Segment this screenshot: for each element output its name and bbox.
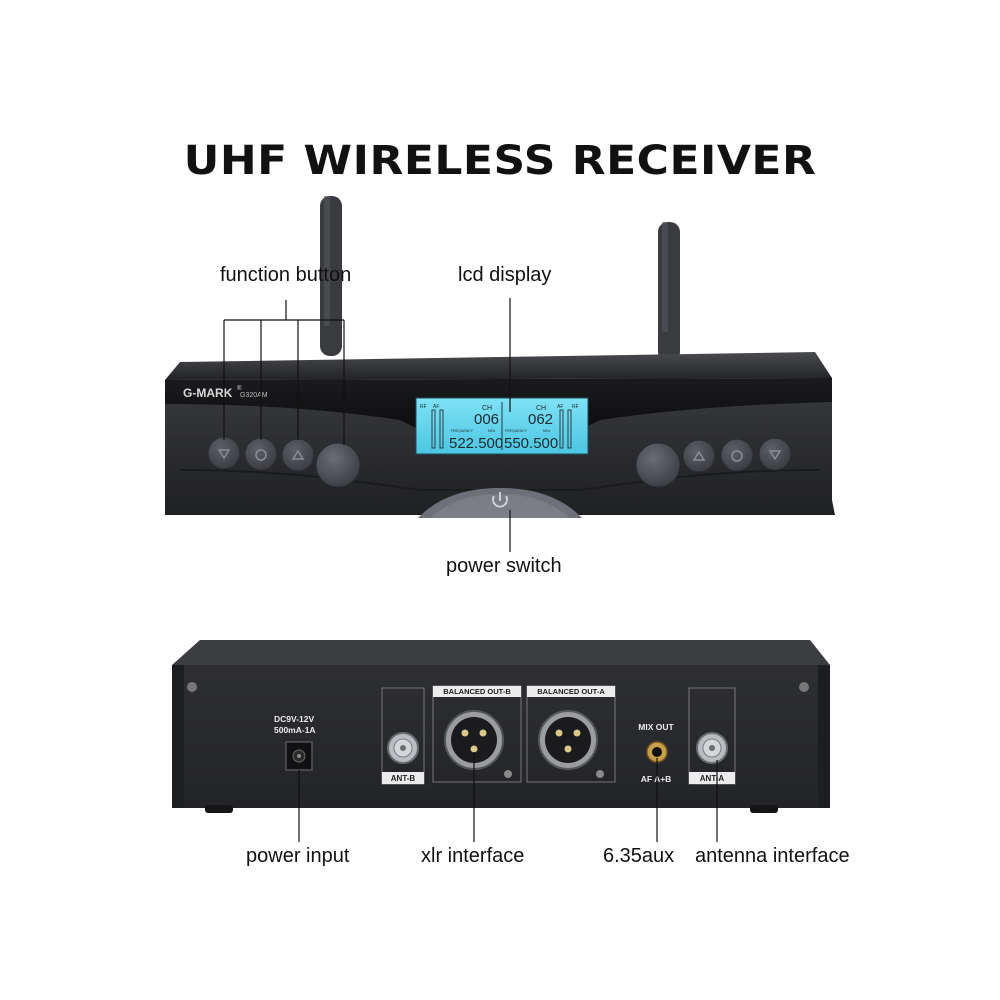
lcd-right-rf: RF bbox=[572, 404, 579, 410]
ant-b-label-bg bbox=[382, 772, 424, 784]
lcd-left-unit: MHz bbox=[488, 429, 495, 433]
power-button[interactable] bbox=[492, 492, 508, 508]
lcd-screen bbox=[415, 397, 589, 455]
down-arrow-icon bbox=[217, 449, 231, 460]
dc-power-jack[interactable] bbox=[285, 741, 313, 771]
lcd-display-callout: lcd display bbox=[458, 264, 552, 286]
left-volume-knob[interactable] bbox=[315, 442, 361, 488]
power-input-callout: power input bbox=[246, 845, 350, 867]
circle-icon bbox=[255, 449, 267, 461]
function-button-callout: function button bbox=[220, 264, 352, 286]
ant-a-connector[interactable] bbox=[696, 732, 728, 764]
lcd-left-channel: 006 bbox=[474, 411, 499, 428]
left-mode-button[interactable] bbox=[244, 437, 278, 471]
mix-out-label: MIX OUT bbox=[638, 722, 674, 732]
lcd-left-frequency: 522.500 bbox=[449, 435, 503, 452]
right-up-button[interactable] bbox=[682, 439, 716, 473]
right-button-group bbox=[635, 437, 792, 488]
right-mode-button[interactable] bbox=[720, 438, 754, 472]
balanced-out-b-label: BALANCED OUT-B bbox=[443, 687, 511, 696]
circle-icon bbox=[731, 450, 743, 462]
dc-label-line1: DC9V-12V bbox=[274, 714, 314, 724]
page-title: UHF WIRELESS RECEIVER bbox=[183, 137, 817, 184]
lcd-right-frequency: 550.500 bbox=[504, 435, 558, 452]
ant-b-label: ANT-B bbox=[391, 774, 416, 783]
ant-b-connector[interactable] bbox=[387, 732, 419, 764]
left-button-group bbox=[207, 436, 361, 488]
antenna-interface-callout: antenna interface bbox=[695, 845, 850, 867]
callout-lines-front bbox=[223, 298, 511, 552]
brand-registered-mark: ® bbox=[237, 385, 242, 392]
xlr-b-label-bg bbox=[433, 686, 521, 697]
brand-logo: G-MARK bbox=[183, 386, 233, 400]
dc-label-line2: 500mA-1A bbox=[274, 725, 316, 735]
rear-chassis bbox=[172, 640, 830, 813]
xlr-interface-callout: xlr interface bbox=[421, 845, 525, 867]
right-volume-knob[interactable] bbox=[635, 442, 681, 488]
lcd-right-ch-label: CH bbox=[536, 405, 546, 412]
lcd-left-af: AF bbox=[433, 404, 439, 410]
antenna-left bbox=[320, 196, 342, 356]
callout-lines-rear bbox=[298, 752, 718, 842]
screw-icon bbox=[799, 682, 809, 692]
aux-jack[interactable] bbox=[646, 741, 668, 763]
xlr-a-label-bg bbox=[527, 686, 615, 697]
balanced-out-a-label: BALANCED OUT-A bbox=[537, 687, 605, 696]
right-down-button[interactable] bbox=[758, 437, 792, 471]
ant-a-label-bg bbox=[689, 772, 735, 784]
ant-a-label: ANT-A bbox=[700, 774, 725, 783]
af-ab-label: AF A+B bbox=[641, 774, 672, 784]
lcd-left-freq-label: FREQUENCY bbox=[451, 429, 474, 433]
model-label: G320AM bbox=[240, 392, 268, 399]
left-up-button[interactable] bbox=[281, 438, 315, 472]
lcd-right-unit: MHz bbox=[543, 429, 550, 433]
screw-icon bbox=[187, 682, 197, 692]
antenna-right bbox=[658, 222, 680, 362]
lcd-right-channel: 062 bbox=[528, 411, 553, 428]
down-arrow-icon bbox=[768, 450, 782, 461]
lcd-right-freq-label: FREQUENCY bbox=[505, 429, 528, 433]
aux-callout: 6.35aux bbox=[603, 845, 675, 867]
left-down-button[interactable] bbox=[207, 436, 241, 470]
up-arrow-icon bbox=[692, 450, 706, 461]
power-switch-callout: power switch bbox=[446, 555, 562, 577]
lcd-left-ch-label: CH bbox=[482, 405, 492, 412]
lcd-left-rf: RF bbox=[420, 404, 427, 410]
up-arrow-icon bbox=[291, 449, 305, 460]
xlr-a-connector[interactable] bbox=[538, 710, 604, 778]
lcd-right-af: AF bbox=[557, 404, 563, 410]
